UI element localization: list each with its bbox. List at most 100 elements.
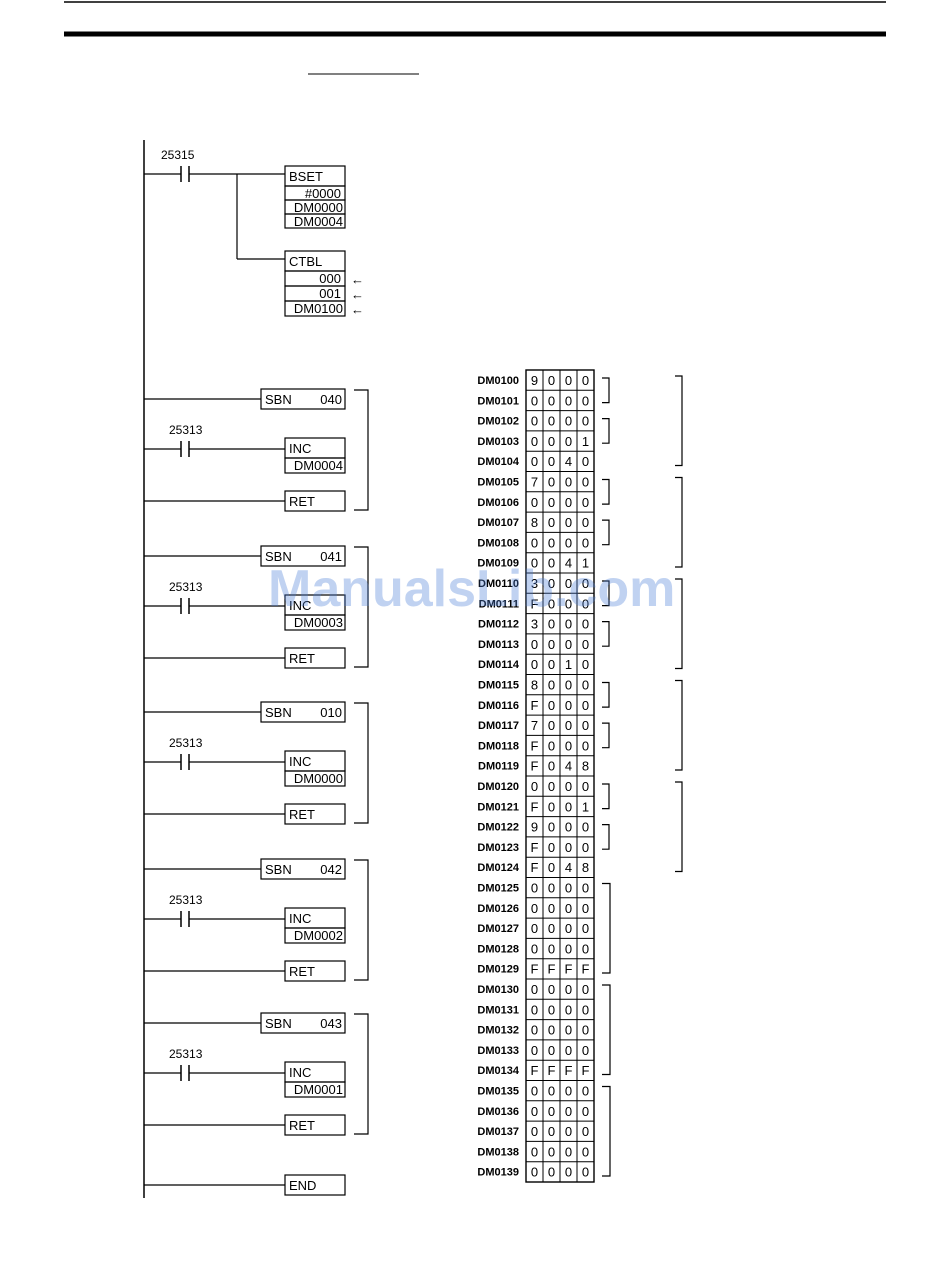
bset-operand-2: DM0000 bbox=[294, 200, 343, 215]
group-bracket bbox=[602, 823, 610, 850]
group-bracket bbox=[602, 882, 611, 974]
inc-operand: DM0003 bbox=[294, 615, 343, 630]
subroutine-bracket bbox=[354, 702, 369, 824]
group-bracket bbox=[602, 377, 610, 404]
dm-digit: 0 bbox=[582, 657, 589, 672]
dm-digit: 0 bbox=[565, 738, 572, 753]
dm-digit: 0 bbox=[548, 454, 555, 469]
dm-digit: 0 bbox=[582, 414, 589, 429]
dm-digit: 0 bbox=[582, 1002, 589, 1017]
dm-digit: F bbox=[582, 962, 590, 977]
dm-digit: 0 bbox=[531, 1084, 538, 1099]
dm-address: DM0108 bbox=[477, 537, 519, 549]
inc-operand: DM0002 bbox=[294, 928, 343, 943]
contact-label: 25313 bbox=[169, 580, 203, 594]
dm-address: DM0106 bbox=[477, 497, 519, 509]
contact-label: 25313 bbox=[169, 736, 203, 750]
dm-address: DM0131 bbox=[477, 1004, 519, 1016]
dm-digit: 0 bbox=[531, 1165, 538, 1180]
dm-digit: 0 bbox=[548, 678, 555, 693]
dm-digit: 1 bbox=[582, 556, 589, 571]
contact-label: 25313 bbox=[169, 893, 203, 907]
dm-digit: 0 bbox=[565, 1124, 572, 1139]
dm-digit: 0 bbox=[565, 373, 572, 388]
dm-digit: 0 bbox=[565, 799, 572, 814]
dm-digit: 0 bbox=[531, 454, 538, 469]
dm-address: DM0124 bbox=[477, 862, 519, 874]
group-bracket bbox=[675, 679, 683, 771]
dm-digit: 0 bbox=[548, 1104, 555, 1119]
contact-label: 25313 bbox=[169, 1047, 203, 1061]
group-bracket bbox=[675, 781, 683, 873]
dm-digit: 0 bbox=[582, 637, 589, 652]
ctbl-mnemonic: CTBL bbox=[289, 254, 322, 269]
sbn-number: 041 bbox=[320, 549, 342, 564]
inc-mnemonic: INC bbox=[289, 754, 311, 769]
ctbl-block: CTBL 000 001 DM0100 ← ← ← bbox=[284, 250, 364, 317]
sbn-mnemonic: SBN bbox=[265, 1016, 292, 1031]
dm-digit: 0 bbox=[565, 698, 572, 713]
dm-digit: 0 bbox=[548, 799, 555, 814]
inc-operand: DM0004 bbox=[294, 458, 343, 473]
dm-digit: 0 bbox=[565, 596, 572, 611]
dm-digit: 0 bbox=[565, 637, 572, 652]
inc-mnemonic: INC bbox=[289, 911, 311, 926]
inc-mnemonic: INC bbox=[289, 441, 311, 456]
sbn-number: 042 bbox=[320, 862, 342, 877]
inc-operand: DM0000 bbox=[294, 771, 343, 786]
dm-digit: 0 bbox=[582, 1043, 589, 1058]
dm-digit: 0 bbox=[565, 515, 572, 530]
watermark: ManualsLib.com bbox=[268, 560, 675, 618]
dm-digit: 0 bbox=[582, 596, 589, 611]
dm-digit: 0 bbox=[531, 1104, 538, 1119]
dm-digit: 0 bbox=[531, 1124, 538, 1139]
dm-address: DM0139 bbox=[477, 1167, 519, 1179]
group-bracket bbox=[675, 375, 683, 467]
inc-mnemonic: INC bbox=[289, 1065, 311, 1080]
dm-digit: 0 bbox=[531, 657, 538, 672]
dm-digit: 3 bbox=[531, 576, 538, 591]
dm-digit: 0 bbox=[548, 434, 555, 449]
dm-digit: 0 bbox=[548, 1084, 555, 1099]
subroutine-bracket bbox=[354, 859, 369, 981]
dm-digit: 0 bbox=[582, 779, 589, 794]
ctbl-operand-3: DM0100 bbox=[294, 301, 343, 316]
group-bracket bbox=[602, 722, 610, 749]
dm-digit: 0 bbox=[582, 617, 589, 632]
dm-address: DM0102 bbox=[477, 416, 519, 428]
dm-address: DM0135 bbox=[477, 1086, 519, 1098]
dm-digit: 0 bbox=[582, 840, 589, 855]
dm-digit: 0 bbox=[565, 535, 572, 550]
dm-digit: 0 bbox=[548, 495, 555, 510]
dm-digit: 0 bbox=[565, 1084, 572, 1099]
dm-digit: 0 bbox=[548, 1144, 555, 1159]
dm-digit: 0 bbox=[531, 637, 538, 652]
sbn-mnemonic: SBN bbox=[265, 549, 292, 564]
dm-digit: 0 bbox=[548, 860, 555, 875]
dm-digit: 0 bbox=[548, 1165, 555, 1180]
dm-digit: 0 bbox=[531, 779, 538, 794]
bset-block: BSET #0000 DM0000 DM0004 bbox=[284, 165, 346, 229]
dm-digit: F bbox=[531, 698, 539, 713]
dm-digit: 0 bbox=[548, 475, 555, 490]
dm-digit: 0 bbox=[548, 698, 555, 713]
dm-digit: 0 bbox=[548, 596, 555, 611]
contact-label: 25313 bbox=[169, 423, 203, 437]
